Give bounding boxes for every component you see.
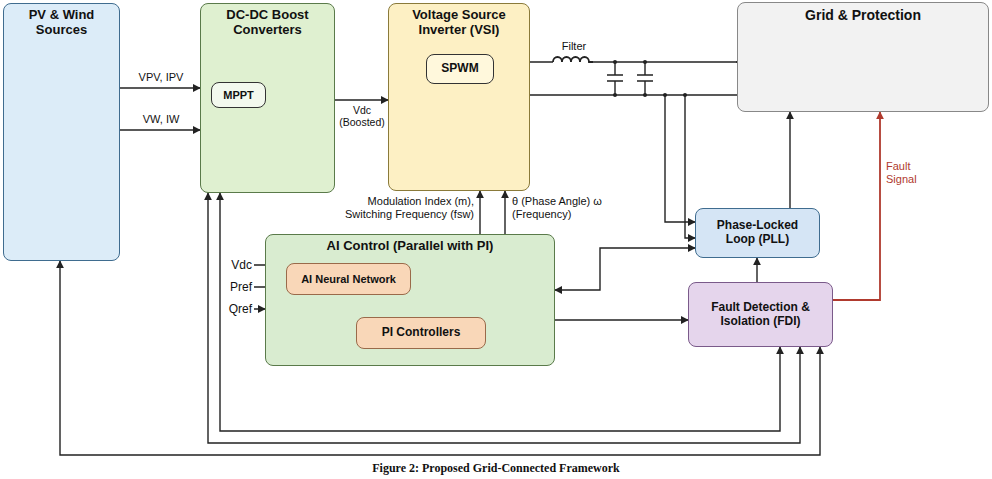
figure-caption: Figure 2: Proposed Grid-Connected Framew… — [0, 461, 992, 476]
connector — [120, 129, 200, 130]
fdi-box: Fault Detection & Isolation (FDI) — [688, 282, 833, 347]
connector — [555, 319, 688, 320]
mppt-box: MPPT — [211, 82, 266, 108]
edge-label: θ (Phase Angle) ω (Frequency) — [512, 195, 612, 221]
node-heading: AI Neural Network — [301, 273, 396, 286]
node-heading: Grid & Protection — [805, 7, 921, 23]
converter-block: MPPT DC-DC Boost Converters — [200, 3, 335, 193]
connector — [555, 248, 695, 290]
node-heading: MPPT — [223, 89, 254, 102]
signal-name: Qref — [222, 302, 252, 316]
pi-controller-box: PI Controllers — [356, 317, 486, 349]
signal-name: Vdc — [222, 258, 252, 272]
node-heading: Phase-Locked Loop (PLL) — [701, 219, 814, 247]
node-heading: Voltage Source Inverter (VSI) — [394, 8, 524, 38]
junction-dot — [613, 60, 687, 97]
control-block: AI Neural Network PI Controllers AI Contro… — [265, 234, 555, 366]
connector — [479, 191, 480, 234]
inverter-block: SPWM Voltage Source Inverter (VSI) — [388, 3, 530, 191]
node-heading: SPWM — [441, 62, 478, 76]
edge-label: VPV, IPV — [124, 71, 198, 84]
edge-label: Modulation Index (m), Switching Frequenc… — [324, 195, 474, 221]
connector — [335, 99, 388, 100]
pll-box: Phase-Locked Loop (PLL) — [695, 208, 820, 258]
node-heading: DC-DC Boost Converters — [206, 8, 329, 38]
node-heading: PV & Wind Sources — [9, 8, 114, 38]
edge-label: VW, IW — [124, 113, 198, 126]
connector — [833, 112, 880, 300]
edge-label: Vdc (Boosted) — [336, 104, 388, 129]
node-heading: AI Control (Parallel with PI) — [327, 239, 494, 254]
grid-panel: Grid & Protection — [737, 2, 989, 112]
source-panel: PV & Wind Sources — [3, 3, 120, 261]
connector — [120, 87, 200, 88]
component-label: Filter — [548, 40, 600, 53]
neural-network-box: AI Neural Network — [286, 263, 411, 295]
connector — [504, 191, 505, 234]
filter-inductor — [553, 57, 593, 66]
edge-label: Fault Signal — [886, 160, 936, 186]
node-heading: Fault Detection & Isolation (FDI) — [694, 301, 827, 329]
signal-name: Pref — [222, 280, 252, 294]
spwm-box: SPWM — [426, 54, 494, 84]
connector — [756, 258, 757, 282]
node-heading: PI Controllers — [382, 326, 461, 340]
input-arrow — [254, 265, 265, 309]
connector — [789, 112, 790, 208]
